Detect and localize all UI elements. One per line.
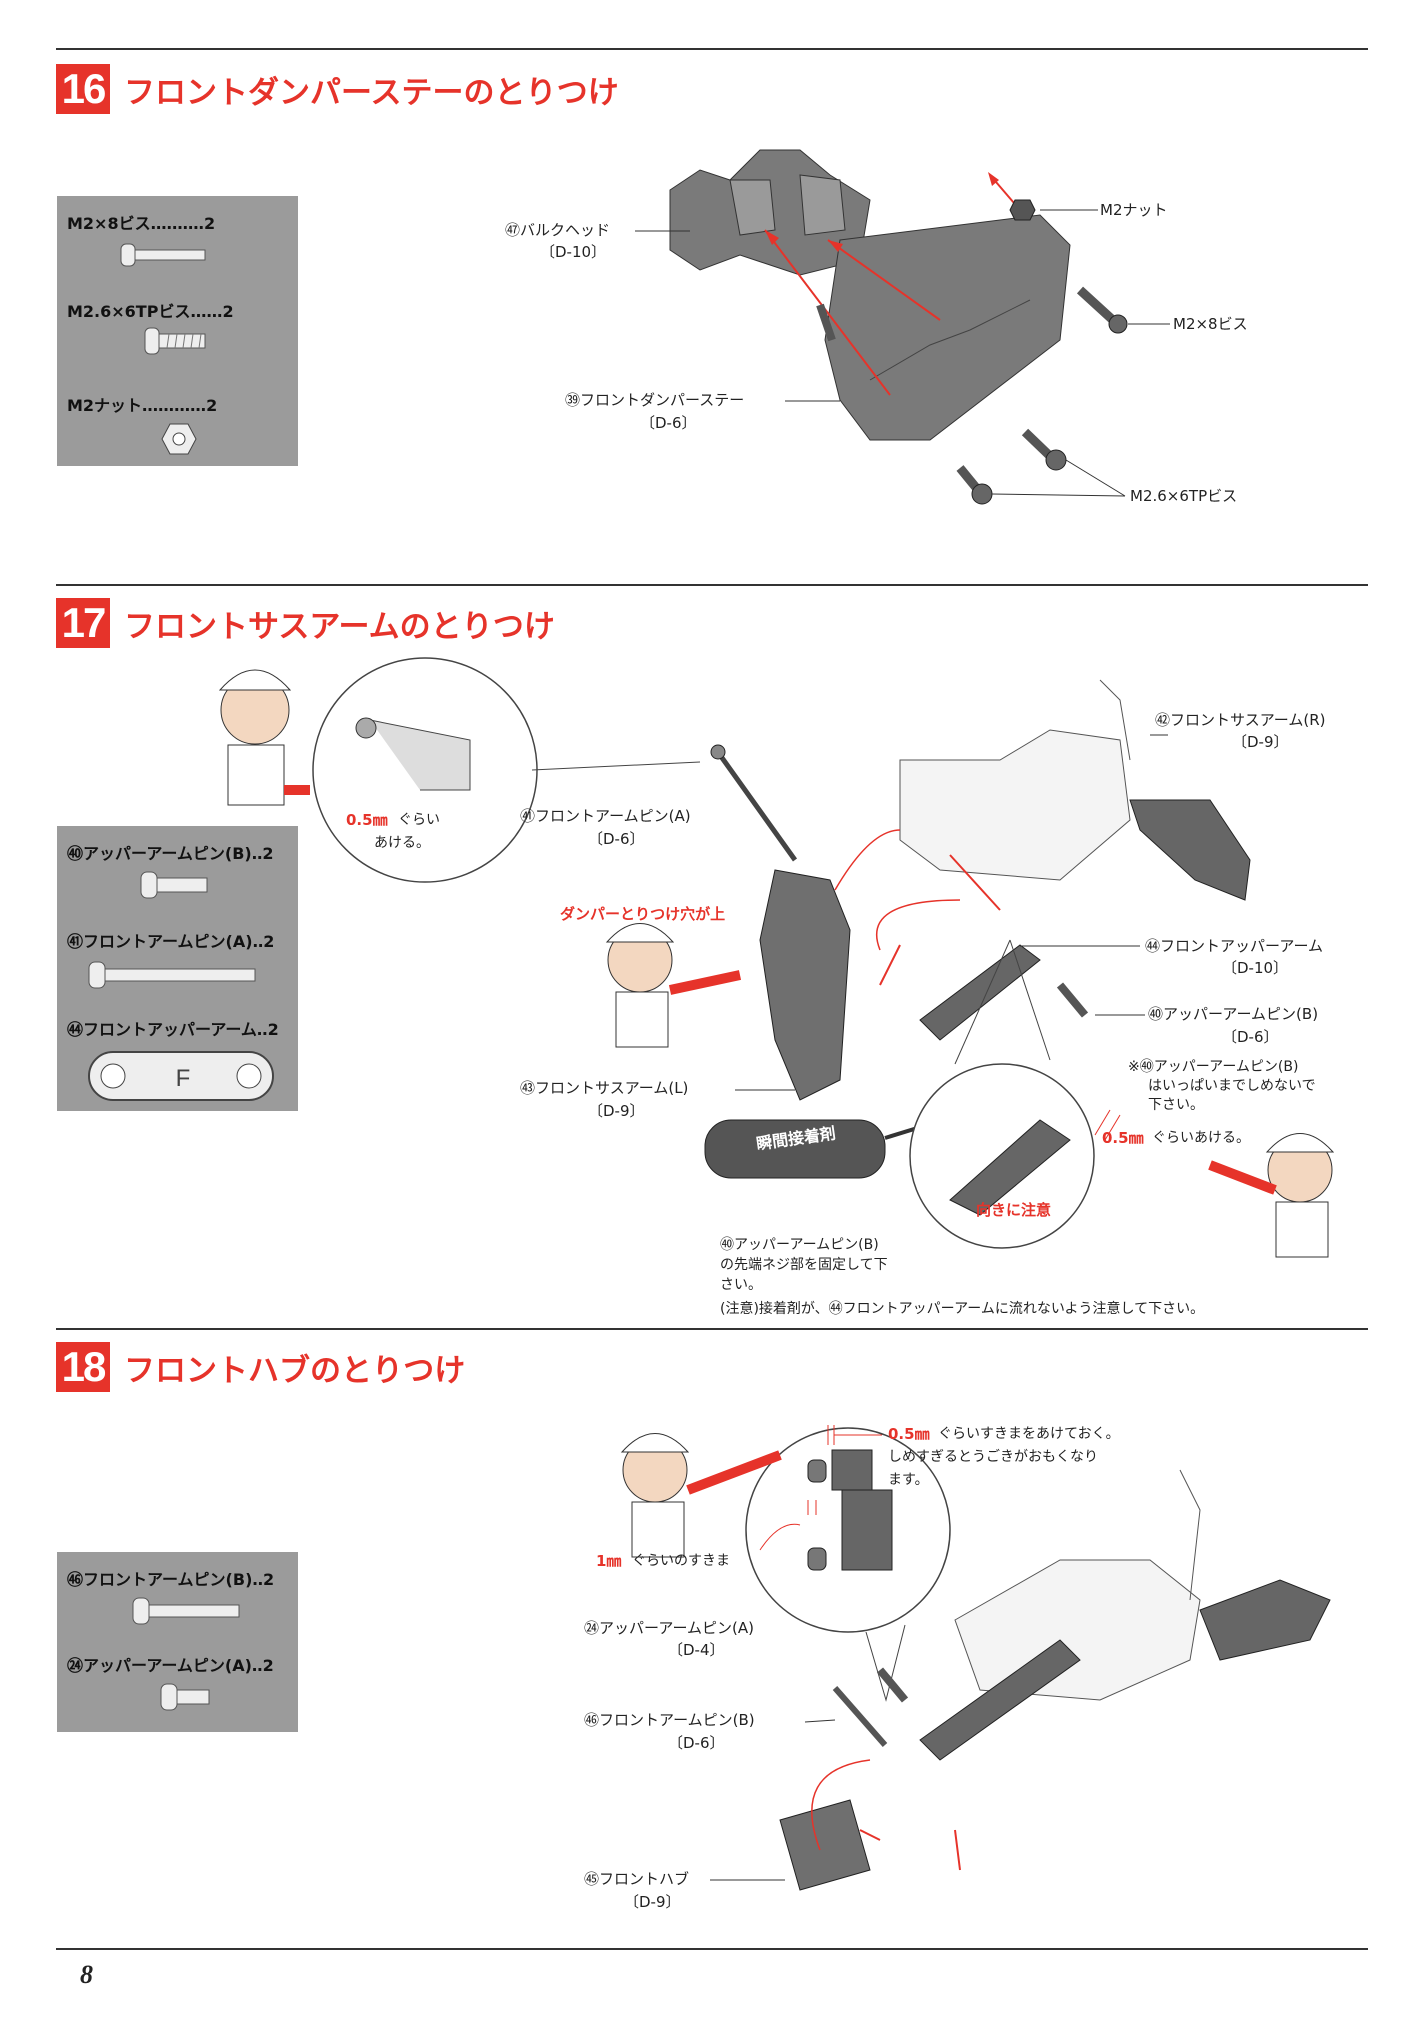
step-title: フロントダンパーステーのとりつけ bbox=[124, 74, 619, 111]
label-arm-l: ㊸フロントサスアーム(L) bbox=[520, 1079, 689, 1097]
part-label: ㊶フロントアームピン(A)‥2 bbox=[67, 932, 275, 951]
label-arm-r: ㊷フロントサスアーム(R) bbox=[1155, 711, 1326, 729]
pin-b-long-icon bbox=[132, 1597, 240, 1625]
step-16-header: 16 フロントダンパーステーのとりつけ bbox=[56, 64, 619, 114]
label-upper-arm-ref: 〔D-10〕 bbox=[1222, 959, 1289, 977]
label-arm-l-ref: 〔D-9〕 bbox=[588, 1102, 645, 1120]
label-gap-value: 0.5㎜ bbox=[888, 1425, 930, 1443]
part-label: ㉔アッパーアームピン(A)‥2 bbox=[67, 1656, 274, 1675]
mascot-figure bbox=[605, 923, 742, 1048]
step-title: フロントサスアームのとりつけ bbox=[124, 608, 555, 645]
note-line: はいっぱいまでしめないで bbox=[1148, 1078, 1316, 1094]
screw-icon bbox=[120, 243, 206, 267]
label-gap2-text: ぐらいあける。 bbox=[1152, 1130, 1250, 1146]
label-pin-b: ㊻フロントアームピン(B) bbox=[584, 1711, 755, 1729]
label-pin-b-ref: 〔D-6〕 bbox=[668, 1734, 725, 1752]
label-pin-b-ref: 〔D-6〕 bbox=[1222, 1028, 1279, 1046]
label-pin-a-ref: 〔D-6〕 bbox=[588, 830, 645, 848]
label-damper-stay: ㊴フロントダンパーステー bbox=[565, 391, 745, 409]
label-gap-text3: ます。 bbox=[888, 1472, 929, 1488]
label-gap-text: ぐらいすきまをあけておく。 bbox=[938, 1426, 1120, 1442]
step-title: フロントハブのとりつけ bbox=[124, 1352, 466, 1389]
label-gap1-value: 1㎜ bbox=[596, 1552, 622, 1570]
note-line: 下さい。 bbox=[1148, 1097, 1204, 1113]
label-screw: M2×8ビス bbox=[1173, 315, 1248, 333]
rule-17 bbox=[56, 584, 1368, 586]
label-upper-arm: ㊹フロントアッパーアーム bbox=[1145, 937, 1324, 955]
label-pin-b: ㊵アッパーアームピン(B) bbox=[1148, 1005, 1319, 1023]
part-label: ㊹フロントアッパーアーム‥2 bbox=[67, 1020, 279, 1039]
page-number: 8 bbox=[80, 1960, 93, 1989]
step-number: 17 bbox=[56, 598, 110, 648]
part-label: M2×8ビス‥‥‥‥‥2 bbox=[67, 214, 216, 233]
label-tp-screw: M2.6×6TPビス bbox=[1130, 487, 1238, 505]
glue-note: さい。 bbox=[720, 1277, 762, 1293]
mascot-figure bbox=[1208, 1133, 1335, 1258]
label-gap-text: ぐらい bbox=[398, 812, 440, 828]
part-label: ㊵アッパーアームピン(B)‥2 bbox=[67, 844, 274, 863]
svg-text:F: F bbox=[176, 1065, 191, 1092]
parts-panel-18: ㊻フロントアームピン(B)‥2 ㉔アッパーアームピン(A)‥2 bbox=[57, 1552, 298, 1732]
label-arm-r-ref: 〔D-9〕 bbox=[1232, 733, 1289, 751]
pin-b-icon bbox=[140, 871, 208, 899]
label-hub: ㊺フロントハブ bbox=[584, 1870, 690, 1888]
parts-panel-17: ㊵アッパーアームピン(B)‥2 ㊶フロントアームピン(A)‥2 ㊹フロントアッパ… bbox=[57, 826, 298, 1111]
mascot-figure bbox=[218, 669, 310, 806]
step-number: 16 bbox=[56, 64, 110, 114]
upper-arm-icon: F bbox=[88, 1051, 274, 1101]
label-direction: 向きに注意 bbox=[976, 1201, 1052, 1219]
label-bulkhead: ㊼バルクヘッド bbox=[505, 221, 611, 239]
rule-18 bbox=[56, 1328, 1368, 1330]
label-gap1-text: ぐらいのすきま bbox=[632, 1553, 730, 1569]
label-gap2-value: 0.5㎜ bbox=[1102, 1129, 1144, 1147]
label-pin-a-ref: 〔D-4〕 bbox=[668, 1641, 725, 1659]
parts-panel-16: M2×8ビス‥‥‥‥‥2 M2.6×6TPビス‥‥‥2 M2ナット‥‥‥‥‥‥2 bbox=[57, 196, 298, 466]
step-number: 18 bbox=[56, 1342, 110, 1392]
rule-top bbox=[56, 48, 1368, 50]
label-nut: M2ナット bbox=[1100, 201, 1168, 219]
part-label: M2.6×6TPビス‥‥‥2 bbox=[67, 302, 234, 321]
tp-screw-icon bbox=[144, 327, 206, 355]
pin-a-icon bbox=[88, 961, 256, 989]
label-gap-text2: あける。 bbox=[374, 835, 430, 851]
rule-bottom bbox=[56, 1948, 1368, 1950]
label-gap-value: 0.5㎜ bbox=[346, 811, 388, 829]
part-label: ㊻フロントアームピン(B)‥2 bbox=[67, 1570, 275, 1589]
caution-note: (注意)接着剤が、㊹フロントアッパーアームに流れないよう注意して下さい。 bbox=[720, 1301, 1205, 1317]
label-hub-ref: 〔D-9〕 bbox=[624, 1893, 681, 1911]
nut-icon bbox=[161, 423, 197, 455]
label-gap-text2: しめすぎるとうごきがおもくなり bbox=[888, 1449, 1098, 1465]
step-17-header: 17 フロントサスアームのとりつけ bbox=[56, 598, 555, 648]
label-damper-hole: ダンパーとりつけ穴が上 bbox=[560, 905, 726, 923]
note-line: ※㊵アッパーアームピン(B) bbox=[1128, 1059, 1299, 1075]
pin-a-short-icon bbox=[160, 1683, 210, 1711]
part-label: M2ナット‥‥‥‥‥‥2 bbox=[67, 396, 218, 415]
mascot-figure bbox=[620, 1433, 782, 1558]
glue-note: ㊵アッパーアームピン(B) bbox=[720, 1237, 879, 1253]
glue-bottle-label: 瞬間接着剤 bbox=[755, 1123, 837, 1154]
label-damper-stay-ref: 〔D-6〕 bbox=[640, 414, 697, 432]
step-18-header: 18 フロントハブのとりつけ bbox=[56, 1342, 465, 1392]
label-pin-a: ㉔アッパーアームピン(A) bbox=[584, 1619, 755, 1637]
label-bulkhead-ref: 〔D-10〕 bbox=[540, 243, 607, 261]
glue-note: の先端ネジ部を固定して下 bbox=[720, 1257, 888, 1273]
label-pin-a: ㊶フロントアームピン(A) bbox=[520, 807, 691, 825]
